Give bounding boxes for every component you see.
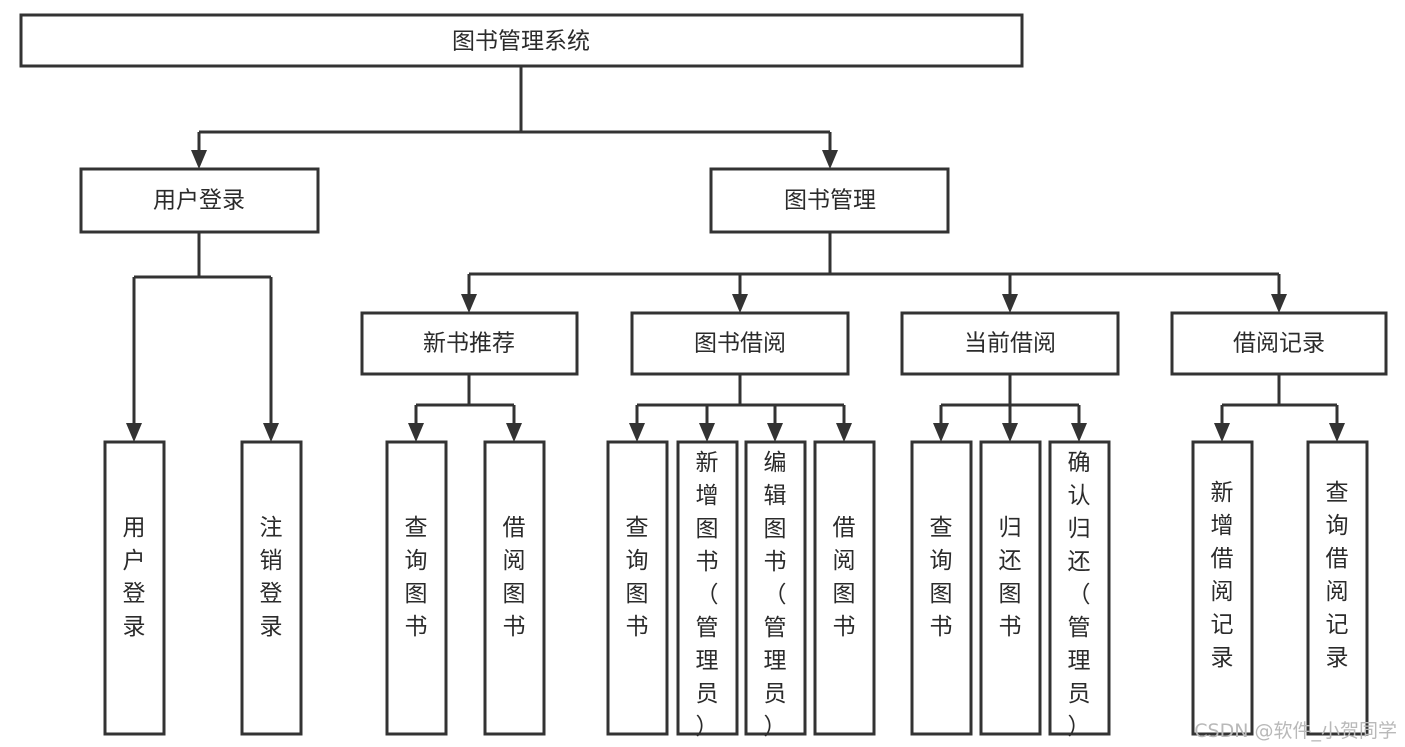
arrow-head-current-borrow: [1002, 294, 1018, 313]
node-root-box[interactable]: [19, 13, 1024, 68]
leaf-edit-book-label: 编辑图书（管理员）: [764, 450, 787, 740]
leaf-user-login-box[interactable]: [103, 440, 166, 736]
leaf-user-logout[interactable]: 注销登录: [240, 440, 303, 736]
arrow-head-leaf-borrow-book-2: [836, 423, 852, 442]
leaf-borrow-book-2[interactable]: 借阅图书: [813, 440, 876, 736]
leaf-confirm-return[interactable]: 确认归还（管理员）: [1048, 440, 1111, 740]
arrow-head-new-book-rec: [461, 294, 477, 313]
leaf-return-book[interactable]: 归还图书: [979, 440, 1042, 736]
leaf-edit-book-box[interactable]: [744, 440, 807, 736]
leaf-query-record-label: 查询借阅记录: [1326, 480, 1349, 671]
arrow-head-leaf-query-record: [1329, 423, 1345, 442]
arrow-head-book-manage: [822, 150, 838, 169]
leaf-query-book-1-box[interactable]: [385, 440, 448, 736]
arrow-head-leaf-query-book-2: [629, 423, 645, 442]
arrow-head-leaf-edit-book: [767, 423, 783, 442]
node-current-borrow-label: 当前借阅: [964, 331, 1056, 357]
leaf-query-book-1[interactable]: 查询图书: [385, 440, 448, 736]
leaf-query-book-3-label: 查询图书: [930, 515, 953, 640]
csdn-watermark: CSDN @软件_小贺同学: [1194, 720, 1397, 742]
leaf-return-book-box[interactable]: [979, 440, 1042, 736]
arrow-head-leaf-add-book: [699, 423, 715, 442]
leaf-user-logout-label: 注销登录: [260, 515, 283, 640]
leaf-borrow-book-2-box[interactable]: [813, 440, 876, 736]
arrow-head-leaf-borrow-book-1: [506, 423, 522, 442]
leaf-add-book-label: 新增图书（管理员）: [696, 450, 719, 740]
leaf-add-book-box[interactable]: [676, 440, 739, 736]
node-new-book-rec-box[interactable]: [360, 311, 579, 376]
arrow-head-leaf-user-login: [126, 423, 142, 442]
node-book-borrow-label: 图书借阅: [694, 331, 786, 357]
node-root[interactable]: 图书管理系统: [19, 13, 1024, 68]
leaf-confirm-return-label: 确认归还（管理员）: [1068, 450, 1091, 740]
node-current-borrow[interactable]: 当前借阅: [900, 311, 1120, 376]
leaf-user-login[interactable]: 用户登录: [103, 440, 166, 736]
arrow-head-leaf-query-book-3: [933, 423, 949, 442]
node-new-book-rec[interactable]: 新书推荐: [360, 311, 579, 376]
leaf-user-logout-box[interactable]: [240, 440, 303, 736]
leaf-query-book-1-label: 查询图书: [405, 515, 428, 640]
node-book-borrow-box[interactable]: [630, 311, 850, 376]
arrow-head-book-borrow: [732, 294, 748, 313]
leaf-query-record-box[interactable]: [1306, 440, 1369, 736]
arrow-head-leaf-query-book-1: [408, 423, 424, 442]
leaf-add-record[interactable]: 新增借阅记录: [1191, 440, 1254, 736]
arrow-head-leaf-confirm-return: [1071, 423, 1087, 442]
node-book-manage-label: 图书管理: [784, 188, 876, 214]
leaf-return-book-label: 归还图书: [999, 515, 1022, 640]
leaf-borrow-book-2-label: 借阅图书: [833, 515, 856, 640]
node-user-login[interactable]: 用户登录: [79, 167, 320, 234]
leaf-query-record[interactable]: 查询借阅记录: [1306, 440, 1369, 736]
node-book-manage[interactable]: 图书管理: [709, 167, 950, 234]
node-borrow-record-box[interactable]: [1170, 311, 1388, 376]
node-borrow-record[interactable]: 借阅记录: [1170, 311, 1388, 376]
node-current-borrow-box[interactable]: [900, 311, 1120, 376]
leaf-edit-book[interactable]: 编辑图书（管理员）: [744, 440, 807, 740]
leaf-query-book-3-box[interactable]: [910, 440, 973, 736]
node-root-label: 图书管理系统: [452, 29, 590, 55]
leaf-borrow-book-1-box[interactable]: [483, 440, 546, 736]
leaf-query-book-2-box[interactable]: [606, 440, 669, 736]
arrow-head-leaf-user-logout: [263, 423, 279, 442]
leaf-query-book-3[interactable]: 查询图书: [910, 440, 973, 736]
leaf-add-book[interactable]: 新增图书（管理员）: [676, 440, 739, 740]
arrow-head-borrow-record: [1271, 294, 1287, 313]
connector-layer: [126, 66, 1345, 442]
node-book-manage-box[interactable]: [709, 167, 950, 234]
leaf-borrow-book-1-label: 借阅图书: [503, 515, 526, 640]
leaf-query-book-2-label: 查询图书: [626, 515, 649, 640]
leaf-user-login-label: 用户登录: [123, 515, 146, 640]
arrow-head-leaf-return-book: [1002, 423, 1018, 442]
leaf-add-record-box[interactable]: [1191, 440, 1254, 736]
leaf-confirm-return-box[interactable]: [1048, 440, 1111, 736]
arrow-head-leaf-add-record: [1214, 423, 1230, 442]
node-user-login-label: 用户登录: [153, 188, 245, 214]
arrow-head-user-login: [191, 150, 207, 169]
node-user-login-box[interactable]: [79, 167, 320, 234]
leaf-borrow-book-1[interactable]: 借阅图书: [483, 440, 546, 736]
leaf-add-record-label: 新增借阅记录: [1211, 480, 1234, 671]
node-borrow-record-label: 借阅记录: [1233, 331, 1325, 357]
node-book-borrow[interactable]: 图书借阅: [630, 311, 850, 376]
node-new-book-rec-label: 新书推荐: [423, 331, 515, 357]
leaf-query-book-2[interactable]: 查询图书: [606, 440, 669, 736]
